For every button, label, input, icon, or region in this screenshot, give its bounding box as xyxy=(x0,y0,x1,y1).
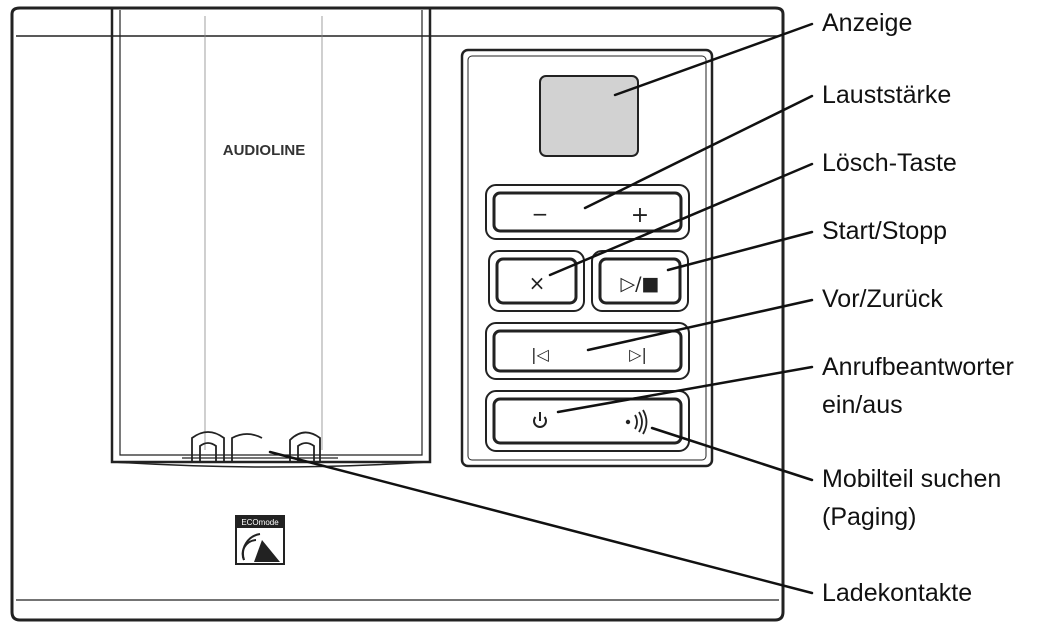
label-mobilteil-line2: (Paging) xyxy=(822,503,917,531)
label-vor-zurueck: Vor/Zurück xyxy=(822,285,943,313)
leader-vor-zurueck xyxy=(586,298,814,352)
eco-mode-label: ECOmode xyxy=(241,518,279,527)
label-loesch-taste: Lösch-Taste xyxy=(822,149,957,177)
charging-contacts xyxy=(182,431,338,462)
power-paging-button[interactable] xyxy=(485,390,690,452)
handset-cradle xyxy=(110,8,432,468)
label-start-stopp: Start/Stopp xyxy=(822,217,948,245)
leader-lautstaerke xyxy=(583,94,814,210)
label-anzeige: Anzeige xyxy=(822,9,913,37)
label-anrufbeantworter-line2: ein/aus xyxy=(822,391,903,419)
leader-start-stopp xyxy=(666,230,814,272)
volume-minus-label: − xyxy=(532,202,549,226)
display-screen xyxy=(539,75,639,157)
leader-loesch-taste xyxy=(548,162,814,277)
brand-logo: AUDIOLINE xyxy=(223,142,306,159)
volume-plus-label: + xyxy=(631,203,649,228)
label-mobilteil-line1: Mobilteil suchen xyxy=(822,465,1002,493)
volume-button[interactable]: − + xyxy=(485,184,690,240)
leader-anzeige xyxy=(613,22,814,97)
skip-back-icon: |◁ xyxy=(531,345,549,364)
label-ladekontakte: Ladekontakte xyxy=(822,579,973,607)
label-anrufbeantworter-line1: Anrufbeantworter xyxy=(822,353,1014,381)
power-icon xyxy=(533,412,547,428)
leader-lines xyxy=(268,22,814,595)
delete-icon: × xyxy=(529,271,546,295)
label-mobilteil-suchen: Mobilteil suchen (Paging) xyxy=(822,464,1001,532)
device-housing xyxy=(10,6,785,622)
label-anrufbeantworter: Anrufbeantworter ein/aus xyxy=(822,352,1014,420)
play-stop-icon: ▷/■ xyxy=(621,273,660,295)
eco-mode-badge: ECOmode xyxy=(235,515,285,565)
leader-ladekontakte xyxy=(268,450,814,595)
leader-anrufbeantworter xyxy=(556,365,814,414)
leader-mobilteil xyxy=(650,426,814,482)
play-stop-button[interactable]: ▷/■ xyxy=(591,250,689,312)
label-lautstaerke: Lauststärke xyxy=(822,81,952,109)
delete-button[interactable]: × xyxy=(488,250,585,312)
skip-forward-icon: ▷| xyxy=(629,345,647,364)
paging-icon xyxy=(625,409,648,435)
